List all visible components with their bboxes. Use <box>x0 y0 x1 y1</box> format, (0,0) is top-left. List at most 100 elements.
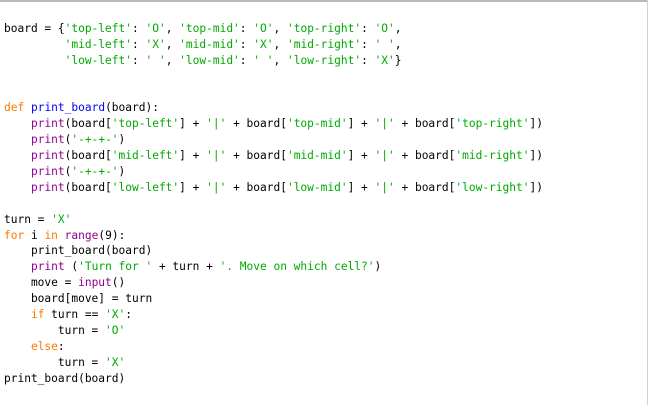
code-token-plain: + turn + <box>152 260 220 274</box>
code-token-plain: ] + <box>179 180 207 194</box>
code-token-string: 'top-mid' <box>179 22 240 35</box>
code-line: print(board['low-left'] + '|' + board['l… <box>4 180 543 196</box>
code-token-string: ' ' <box>253 53 274 67</box>
code-token-plain: turn = <box>4 212 52 226</box>
code-token-plain: + board[ <box>394 180 456 194</box>
code-token-string: ' ' <box>374 37 395 51</box>
code-token-plain <box>4 260 31 273</box>
code-token-plain: : <box>239 37 254 51</box>
code-text-area[interactable]: board = {'top-left': 'O', 'top-mid': 'O'… <box>4 21 543 386</box>
code-token-plain: (board[ <box>64 149 112 163</box>
code-token-plain: ( <box>64 260 79 274</box>
code-token-plain: + board[ <box>394 117 456 131</box>
code-token-plain: : <box>361 22 375 35</box>
code-token-plain: print_board(board) <box>4 244 153 258</box>
code-token-keyword: if <box>30 308 45 322</box>
code-token-string: ' ' <box>145 53 166 67</box>
code-token-plain: + board[ <box>394 149 456 163</box>
code-token-string: 'X' <box>105 308 126 322</box>
code-token-string: 'X' <box>374 53 395 67</box>
code-line: board[move] = turn <box>4 291 543 307</box>
code-token-builtin: print <box>30 117 65 131</box>
code-token-plain: ] + <box>179 117 207 131</box>
code-token-plain: ]) <box>529 180 543 194</box>
code-token-plain <box>4 54 65 67</box>
code-line: print(board['mid-left'] + '|' + board['m… <box>4 148 543 164</box>
code-token-string: '|' <box>206 149 227 163</box>
code-token-plain <box>4 149 31 162</box>
code-token-string: '|' <box>374 149 395 163</box>
code-token-string: '. Move on which cell?' <box>219 260 375 274</box>
code-line <box>4 85 543 101</box>
code-token-string: '-+-+-' <box>71 133 119 147</box>
code-token-string: '|' <box>206 117 227 131</box>
code-token-plain: : <box>125 308 133 322</box>
code-token-string: 'X' <box>253 37 274 51</box>
code-token-string: 'X' <box>51 212 72 226</box>
code-token-plain <box>4 133 31 146</box>
code-token-plain: , <box>165 22 180 35</box>
code-token-plain: board = { <box>4 22 65 35</box>
code-token-builtin: print <box>30 165 65 179</box>
code-token-plain <box>4 165 31 178</box>
code-token-plain: + board[ <box>226 117 287 131</box>
code-token-plain: , <box>273 53 287 67</box>
code-token-string: 'X' <box>105 355 126 369</box>
code-line: turn = 'X' <box>4 212 543 228</box>
code-token-string: 'low-mid' <box>179 53 240 67</box>
code-token-string: 'mid-mid' <box>179 37 240 51</box>
code-token-plain: : <box>131 53 146 67</box>
code-token-plain: : <box>239 53 254 67</box>
code-line <box>4 196 543 212</box>
code-token-string: 'top-left' <box>64 22 132 35</box>
code-token-string: 'low-right' <box>455 180 530 194</box>
code-token-string: 'low-mid' <box>286 180 348 194</box>
code-token-string: 'top-mid' <box>286 117 348 131</box>
code-token-string: '-+-+-' <box>71 165 119 179</box>
code-token-plain: , <box>165 53 180 67</box>
code-line: move = input() <box>4 275 543 291</box>
code-token-plain: move = <box>4 276 79 290</box>
code-token-plain: ( <box>64 133 72 147</box>
code-token-plain: ) <box>118 165 126 179</box>
code-line: print ('Turn for ' + turn + '. Move on w… <box>4 259 543 275</box>
code-token-keyword: for <box>4 228 25 242</box>
code-token-plain: , <box>273 22 287 35</box>
code-token-string: 'mid-right' <box>455 149 530 163</box>
code-token-builtin: range <box>64 228 99 242</box>
code-token-plain <box>4 181 31 194</box>
code-token-string: 'low-left' <box>111 180 180 194</box>
code-line: print_board(board) <box>4 371 543 387</box>
code-token-string: 'O' <box>374 22 395 35</box>
code-token-string: 'O' <box>253 22 274 35</box>
code-line <box>4 69 543 85</box>
code-token-plain: : <box>239 22 254 35</box>
code-token-string: '|' <box>374 117 395 131</box>
code-token-keyword: in <box>44 228 58 242</box>
code-token-string: 'mid-right' <box>286 37 362 51</box>
code-token-plain <box>4 117 31 130</box>
code-token-plain: ] + <box>179 149 207 163</box>
code-token-plain: } <box>394 53 402 67</box>
code-token-plain: board[move] = turn <box>4 292 153 306</box>
code-token-plain: ]) <box>529 117 543 131</box>
code-token-string: 'mid-left' <box>111 149 180 163</box>
code-token-plain: turn == <box>44 308 106 322</box>
code-token-keyword: def <box>4 101 25 115</box>
code-token-defname: print_board <box>30 101 106 115</box>
code-line: turn = 'X' <box>4 355 543 371</box>
code-line: 'low-left': ' ', 'low-mid': ' ', 'low-ri… <box>4 53 543 69</box>
code-token-string: 'low-left' <box>64 53 132 67</box>
code-token-builtin: print <box>30 133 65 147</box>
code-line: def print_board(board): <box>4 100 543 116</box>
code-token-string: 'top-right' <box>455 117 530 131</box>
code-token-plain: (board[ <box>64 117 112 131</box>
code-token-string: 'Turn for ' <box>78 260 153 274</box>
code-token-plain <box>24 101 31 114</box>
code-token-plain: ) <box>374 260 382 274</box>
code-token-plain: ] + <box>347 149 375 163</box>
code-line: if turn == 'X': <box>4 307 543 323</box>
code-line: 'mid-left': 'X', 'mid-mid': 'X', 'mid-ri… <box>4 37 543 53</box>
code-line: for i in range(9): <box>4 228 543 244</box>
